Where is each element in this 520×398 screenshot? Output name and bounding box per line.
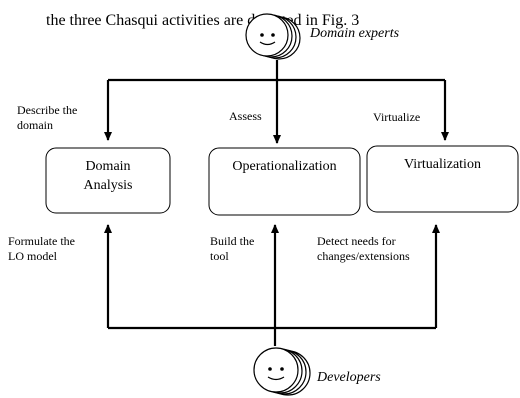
box-operationalization bbox=[208, 147, 361, 216]
domain-analysis-label: Domain Analysis bbox=[83, 159, 133, 193]
virtualize-label: Virtualize bbox=[373, 110, 421, 124]
box-virtualization bbox=[366, 145, 519, 213]
build-tool-label: Build the tool bbox=[210, 234, 255, 263]
formulate-model-label: Formulate the LO model bbox=[8, 234, 75, 263]
bottom-connectors bbox=[104, 224, 440, 346]
developers-icon bbox=[253, 347, 311, 396]
box-domain-analysis bbox=[45, 147, 171, 214]
developers-label: Developers bbox=[317, 370, 381, 385]
domain-experts-icon bbox=[245, 13, 301, 60]
top-connectors bbox=[104, 60, 449, 144]
assess-label: Assess bbox=[229, 109, 262, 123]
virtualization-label: Virtualization bbox=[404, 157, 481, 172]
domain-experts-label: Domain experts bbox=[310, 26, 400, 41]
operationalization-label: Operationalization bbox=[232, 159, 337, 174]
describe-domain-label: Describe the domain bbox=[17, 103, 78, 132]
detect-needs-label: Detect needs for changes/extensions bbox=[317, 234, 410, 263]
